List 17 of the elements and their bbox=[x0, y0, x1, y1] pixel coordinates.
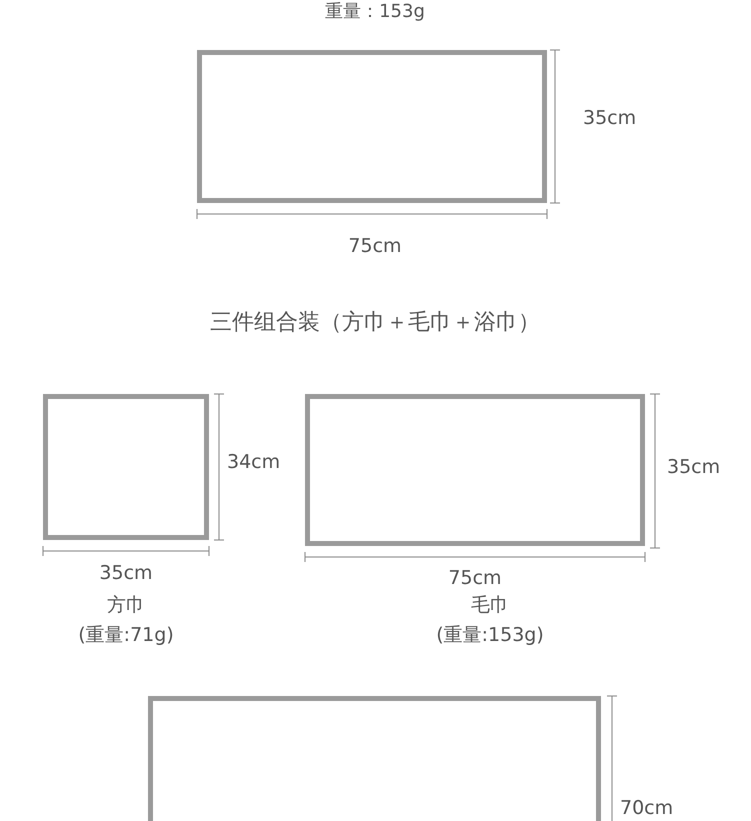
dimension-label: 35cm bbox=[583, 106, 636, 130]
towel-outline bbox=[148, 696, 601, 821]
towel-name: 毛巾 bbox=[471, 593, 509, 618]
towel-outline bbox=[305, 394, 645, 546]
towel-outline bbox=[43, 394, 209, 540]
dimension-label: 34cm bbox=[227, 450, 280, 474]
weight-text: (重量:153g) bbox=[436, 623, 544, 648]
dimension-label: 35cm bbox=[99, 561, 153, 585]
dimension-label: 70cm bbox=[620, 796, 674, 820]
dimension-label: 75cm bbox=[448, 566, 502, 590]
dimension-label: 35cm bbox=[667, 455, 720, 479]
towel-outline bbox=[197, 50, 547, 203]
weight-text: 重量：153g bbox=[325, 0, 425, 24]
towel-name: 方巾 bbox=[107, 593, 145, 618]
dimension-label: 75cm bbox=[348, 234, 402, 258]
section-title: 三件组合装（方巾＋毛巾＋浴巾） bbox=[210, 311, 540, 335]
weight-text: (重量:71g) bbox=[78, 623, 174, 648]
